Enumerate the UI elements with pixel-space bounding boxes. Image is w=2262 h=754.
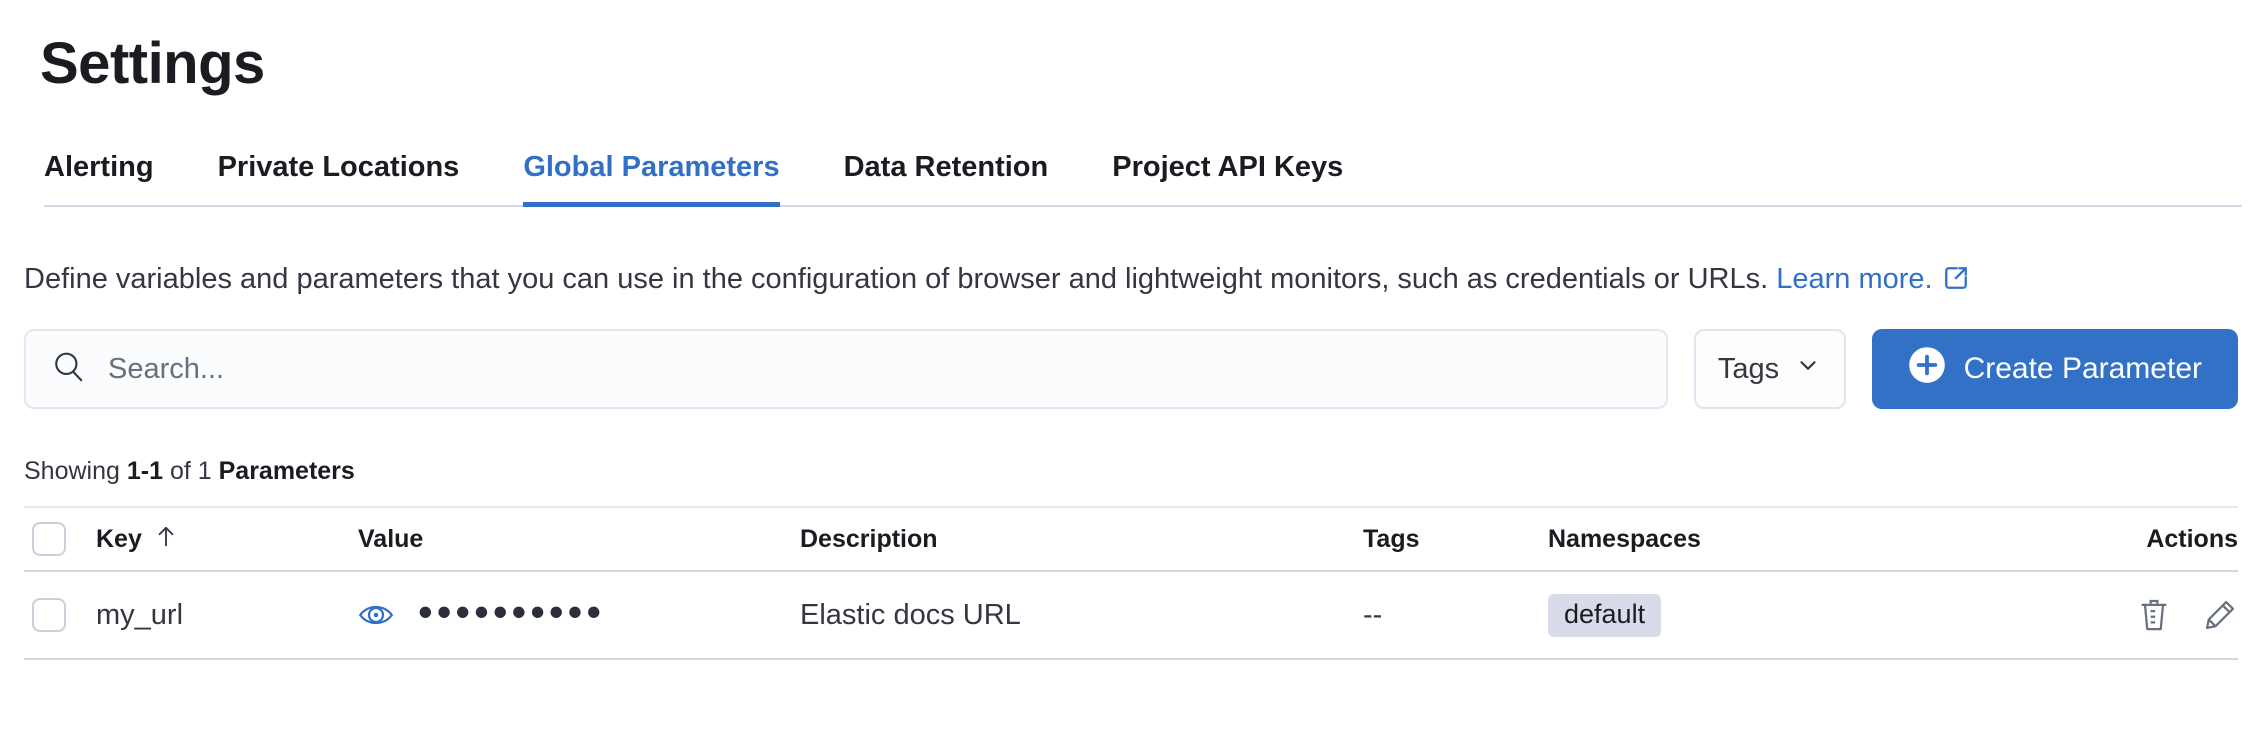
learn-more-label: Learn more.	[1776, 263, 1933, 295]
external-link-icon	[1943, 258, 1969, 307]
row-key-cell: my_url	[96, 598, 184, 631]
masked-value: ••••••••••	[418, 588, 606, 635]
plus-in-circle-icon	[1908, 346, 1946, 392]
summary-prefix: Showing	[24, 457, 120, 485]
edit-parameter-button[interactable]	[2202, 597, 2238, 633]
parameters-table: Key Value Description Tags Namespaces Ac…	[24, 506, 2238, 660]
tab-private-locations[interactable]: Private Locations	[217, 151, 460, 183]
create-parameter-button[interactable]: Create Parameter	[1871, 329, 2238, 409]
results-summary: Showing 1-1 of 1 Parameters	[24, 457, 2238, 486]
description-text: Define variables and parameters that you…	[24, 263, 1769, 295]
tab-project-api-keys[interactable]: Project API Keys	[1112, 151, 1344, 183]
column-header-namespaces[interactable]: Namespaces	[1548, 524, 1701, 553]
reveal-value-eye-icon[interactable]	[358, 597, 394, 633]
namespace-badge: default	[1548, 593, 1662, 637]
row-value-cell: ••••••••••	[358, 591, 800, 633]
row-tags-cell: --	[1363, 598, 1383, 631]
row-description-cell: Elastic docs URL	[800, 598, 1021, 631]
sort-ascending-icon	[152, 522, 180, 557]
parameters-toolbar: Tags Create Parameter	[24, 329, 2238, 409]
settings-tabs: Alerting Private Locations Global Parame…	[44, 151, 2242, 207]
row-checkbox[interactable]	[32, 598, 66, 632]
row-namespaces-cell: default	[1548, 593, 2098, 637]
delete-parameter-button[interactable]	[2136, 597, 2172, 633]
summary-range: 1-1	[126, 457, 163, 485]
tab-global-parameters[interactable]: Global Parameters	[523, 151, 780, 207]
create-parameter-label: Create Parameter	[1963, 352, 2202, 385]
row-actions-cell	[2098, 597, 2238, 633]
tags-filter-button[interactable]: Tags	[1693, 329, 1846, 409]
chevron-down-icon	[1795, 352, 1821, 386]
header-select-all-cell	[24, 522, 96, 556]
column-header-description[interactable]: Description	[800, 524, 938, 553]
tab-alerting[interactable]: Alerting	[44, 151, 154, 183]
column-header-actions: Actions	[2146, 524, 2238, 553]
tab-data-retention[interactable]: Data Retention	[843, 151, 1049, 183]
learn-more-link[interactable]: Learn more.	[1776, 263, 1968, 295]
column-header-key[interactable]: Key	[96, 522, 358, 557]
search-box[interactable]	[24, 329, 1668, 409]
tags-filter-label: Tags	[1717, 352, 1780, 385]
table-header-row: Key Value Description Tags Namespaces Ac…	[24, 506, 2238, 572]
summary-middle: of 1	[169, 457, 212, 485]
page-title: Settings	[40, 31, 265, 96]
select-all-checkbox[interactable]	[32, 522, 66, 556]
table-row: my_url •••••••••• Elastic docs URL -- de…	[24, 572, 2238, 660]
column-header-tags[interactable]: Tags	[1363, 524, 1420, 553]
search-input[interactable]	[108, 352, 1640, 386]
search-icon	[52, 350, 86, 389]
settings-page: Settings Alerting Private Locations Glob…	[0, 30, 2262, 660]
summary-entity: Parameters	[218, 457, 355, 485]
row-select-cell	[24, 598, 96, 632]
column-header-key-label: Key	[96, 524, 142, 553]
page-description: Define variables and parameters that you…	[24, 255, 2238, 307]
column-header-value[interactable]: Value	[358, 524, 424, 553]
